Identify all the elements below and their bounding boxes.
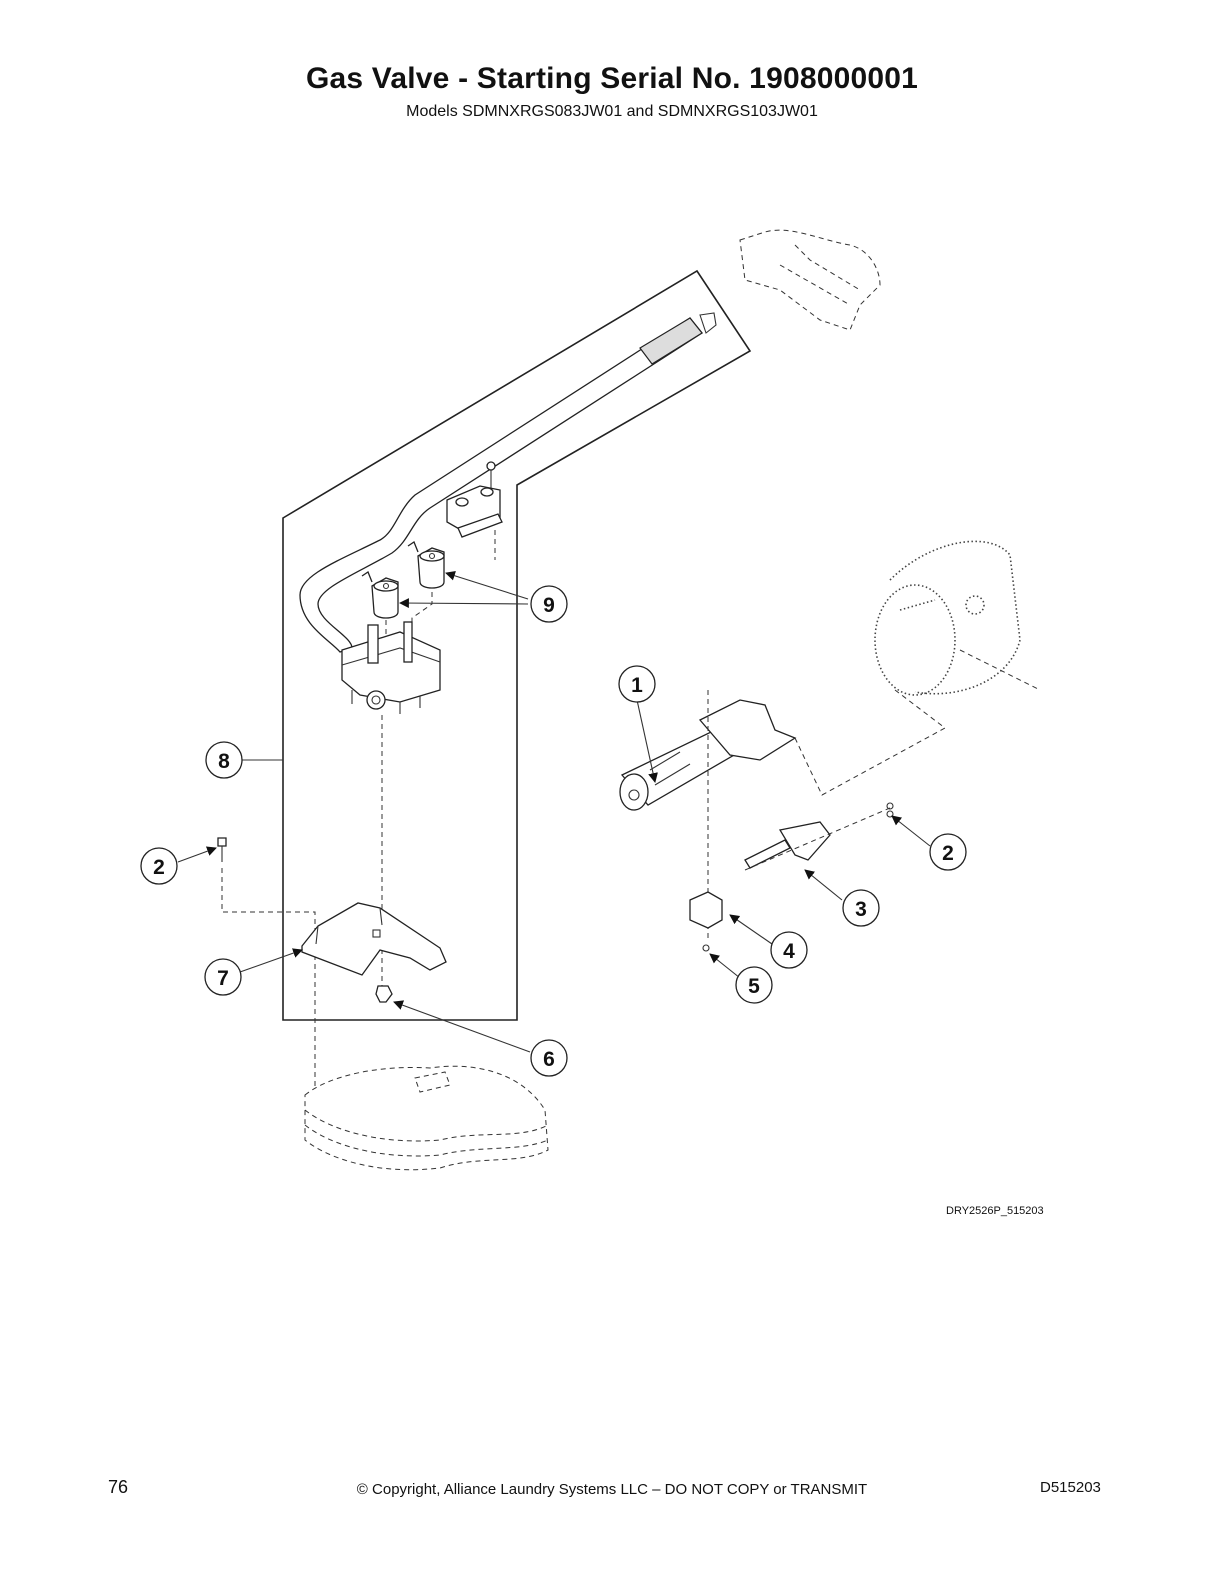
burner-housing-ghost (874, 540, 1041, 696)
igniter-bracket (689, 891, 723, 952)
svg-text:8: 8 (218, 750, 230, 773)
callout-2-left: 2 (140, 847, 178, 885)
page-number: 76 (108, 1477, 129, 1497)
svg-text:7: 7 (217, 967, 229, 990)
svg-text:3: 3 (855, 898, 867, 921)
callout-7: 7 (204, 958, 242, 996)
item-8-group-outline (282, 269, 752, 1021)
svg-text:6: 6 (543, 1048, 555, 1071)
burner-tube (619, 689, 946, 811)
callout-6: 6 (530, 1039, 568, 1077)
base-ghost (304, 1065, 549, 1171)
screw-left (217, 837, 316, 1090)
svg-text:9: 9 (543, 594, 555, 617)
svg-text:5: 5 (748, 975, 760, 998)
gas-valve-body (341, 621, 441, 714)
callout-2-right: 2 (929, 833, 967, 871)
callout-1: 1 (618, 665, 656, 703)
mounting-plate (301, 902, 447, 976)
top-housing-ghost (739, 229, 881, 331)
coil-2 (361, 571, 399, 619)
valve-mount-bracket (446, 461, 503, 560)
callout-4: 4 (770, 931, 808, 969)
coil-1 (407, 541, 445, 589)
callout-3: 3 (842, 889, 880, 927)
leader-lines (177, 570, 931, 1053)
svg-text:2: 2 (942, 842, 954, 865)
copyright-notice: © Copyright, Alliance Laundry Systems LL… (356, 1481, 868, 1498)
figure-reference: DRY2526P_515203 (946, 1205, 1044, 1217)
callout-8: 8 (205, 741, 243, 779)
igniter (744, 802, 894, 871)
svg-text:1: 1 (631, 674, 643, 697)
callout-5: 5 (735, 966, 773, 1004)
svg-text:4: 4 (783, 940, 795, 963)
page-title: Gas Valve - Starting Serial No. 19080000… (305, 62, 919, 95)
document-id: D515203 (1040, 1479, 1101, 1496)
page-subtitle: Models SDMNXRGS083JW01 and SDMNXRGS103JW… (406, 103, 818, 120)
screw-6 (375, 985, 393, 1003)
callout-9: 9 (530, 585, 568, 623)
svg-text:2: 2 (153, 856, 165, 879)
gas-manifold-pipe (299, 312, 717, 653)
